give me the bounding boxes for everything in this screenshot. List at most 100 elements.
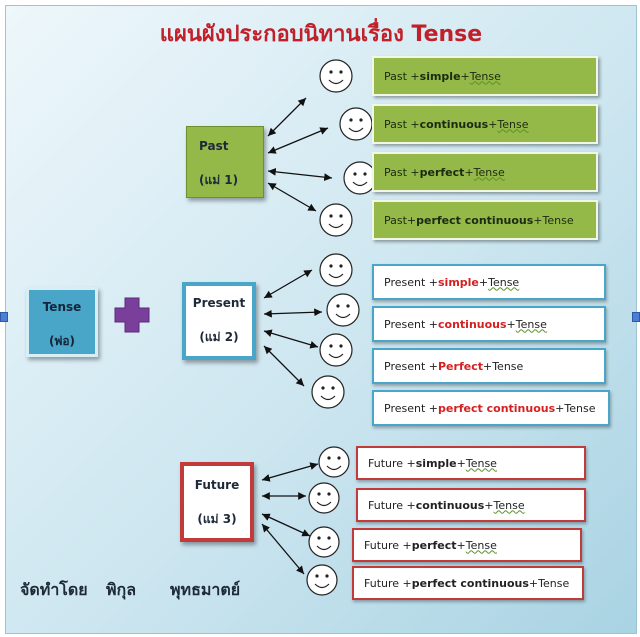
arrow-past-simple <box>267 97 307 137</box>
row-joiner: + <box>456 456 466 470</box>
node-present: Present (แม่ 2) <box>182 282 256 360</box>
smiley-face-icon <box>308 482 340 514</box>
row-suffix: Tense <box>564 401 596 415</box>
row-keyword: perfect <box>411 538 457 552</box>
present-row-perfect: Present + Perfect + Tense <box>372 348 606 384</box>
arrow-present-perfect <box>263 329 319 349</box>
plus-icon <box>114 297 150 333</box>
row-suffix: Tense <box>538 576 570 590</box>
arrow-future-perfect-continuous <box>261 523 305 575</box>
smiley-face-icon <box>326 293 360 327</box>
smiley-face-icon <box>308 526 340 558</box>
row-suffix: Tense <box>465 538 497 552</box>
row-prefix: Future + <box>364 538 412 552</box>
footer-made-by: จัดทำโดย <box>20 580 88 599</box>
smiley-face-icon <box>319 59 353 93</box>
row-keyword: perfect <box>419 165 465 179</box>
row-suffix: Tense <box>542 213 574 227</box>
past-row-simple: Past + simple + Tense <box>372 56 598 96</box>
row-joiner: + <box>488 117 498 131</box>
row-suffix: Tense <box>515 317 547 331</box>
row-prefix: Future + <box>364 576 412 590</box>
present-row-simple: Present + simple + Tense <box>372 264 606 300</box>
footer-last-name: พุทธมาตย์ <box>170 580 241 599</box>
row-suffix: Tense <box>493 498 525 512</box>
row-joiner: + <box>506 317 516 331</box>
row-suffix: Tense <box>488 275 520 289</box>
node-future: Future (แม่ 3) <box>180 462 254 542</box>
smiley-face-icon <box>319 203 353 237</box>
diagram-title: แผนผังประกอบนิทานเรื่อง Tense <box>159 22 483 47</box>
row-joiner: + <box>456 538 466 552</box>
row-joiner: + <box>484 498 494 512</box>
connector-layer <box>114 59 377 596</box>
present-label: Present <box>192 296 246 310</box>
row-prefix: Present + <box>384 275 438 289</box>
row-suffix: Tense <box>497 117 529 131</box>
past-sublabel: (แม่ 1) <box>199 173 239 187</box>
row-keyword: perfect continuous <box>416 213 534 227</box>
node-past: Past (แม่ 1) <box>186 126 264 198</box>
row-keyword: continuous <box>419 117 489 131</box>
future-sublabel: (แม่ 3) <box>197 512 237 526</box>
present-row-perfect-continuous: Present + perfect continuous + Tense <box>372 390 610 426</box>
smiley-face-icon <box>311 375 345 409</box>
arrow-present-continuous <box>263 308 323 318</box>
row-prefix: Future + <box>368 456 416 470</box>
row-keyword: simple <box>419 69 461 83</box>
future-row-perfect: Future + perfect + Tense <box>352 528 582 562</box>
root-label: Tense <box>42 300 82 314</box>
resize-handle-right[interactable] <box>632 312 640 322</box>
arrow-present-simple <box>263 269 313 299</box>
row-prefix: Future + <box>368 498 416 512</box>
future-row-perfect-continuous: Future + perfect continuous +Tense <box>352 566 584 600</box>
row-suffix: Tense <box>473 165 505 179</box>
row-prefix: Past+ <box>384 213 417 227</box>
row-keyword: continuous <box>438 317 507 331</box>
arrow-past-continuous <box>267 127 329 154</box>
smiley-face-icon <box>319 333 353 367</box>
smiley-face-icon <box>339 107 373 141</box>
diagram-canvas: แผนผังประกอบนิทานเรื่อง Tense <box>5 5 637 634</box>
smiley-face-icon <box>306 564 338 596</box>
root-node-tense: Tense (พ่อ) <box>26 287 98 357</box>
smiley-face-icon <box>318 446 350 478</box>
row-joiner: + <box>528 576 539 590</box>
future-label: Future <box>194 478 240 492</box>
row-joiner: + <box>478 275 489 289</box>
row-prefix: Present + <box>384 317 438 331</box>
past-row-perfect: Past + perfect + Tense <box>372 152 598 192</box>
arrow-present-perfect-continuous <box>263 345 305 387</box>
row-keyword: Perfect <box>438 359 483 373</box>
row-prefix: Past + <box>384 117 420 131</box>
row-keyword: simple <box>415 456 457 470</box>
row-joiner: + <box>482 359 493 373</box>
row-prefix: Present + <box>384 401 438 415</box>
past-row-continuous: Past + continuous + Tense <box>372 104 598 144</box>
present-sublabel: (แม่ 2) <box>199 330 239 344</box>
row-keyword: continuous <box>415 498 485 512</box>
footer-first-name: พิกุล <box>106 580 137 599</box>
past-row-perfect-continuous: Past+ perfect continuous + Tense <box>372 200 598 240</box>
row-suffix: Tense <box>469 69 501 83</box>
smiley-face-icon <box>319 253 353 287</box>
past-label: Past <box>199 139 229 153</box>
resize-handle-left[interactable] <box>0 312 8 322</box>
arrow-future-simple <box>261 462 319 482</box>
row-joiner: + <box>464 165 474 179</box>
row-keyword: simple <box>438 275 479 289</box>
row-joiner: + <box>533 213 543 227</box>
arrow-past-perfect <box>267 167 333 182</box>
row-suffix: Tense <box>492 359 524 373</box>
row-prefix: Past + <box>384 69 420 83</box>
row-keyword: perfect continuous <box>411 576 529 590</box>
root-sublabel: (พ่อ) <box>48 334 76 348</box>
row-joiner: + <box>460 69 470 83</box>
row-prefix: Past + <box>384 165 420 179</box>
row-prefix: Present + <box>384 359 438 373</box>
arrow-past-perfect-continuous <box>267 182 317 212</box>
row-keyword: perfect continuous <box>438 401 556 415</box>
row-joiner: + <box>555 401 565 415</box>
future-row-continuous: Future + continuous + Tense <box>356 488 586 522</box>
future-row-simple: Future + simple + Tense <box>356 446 586 480</box>
